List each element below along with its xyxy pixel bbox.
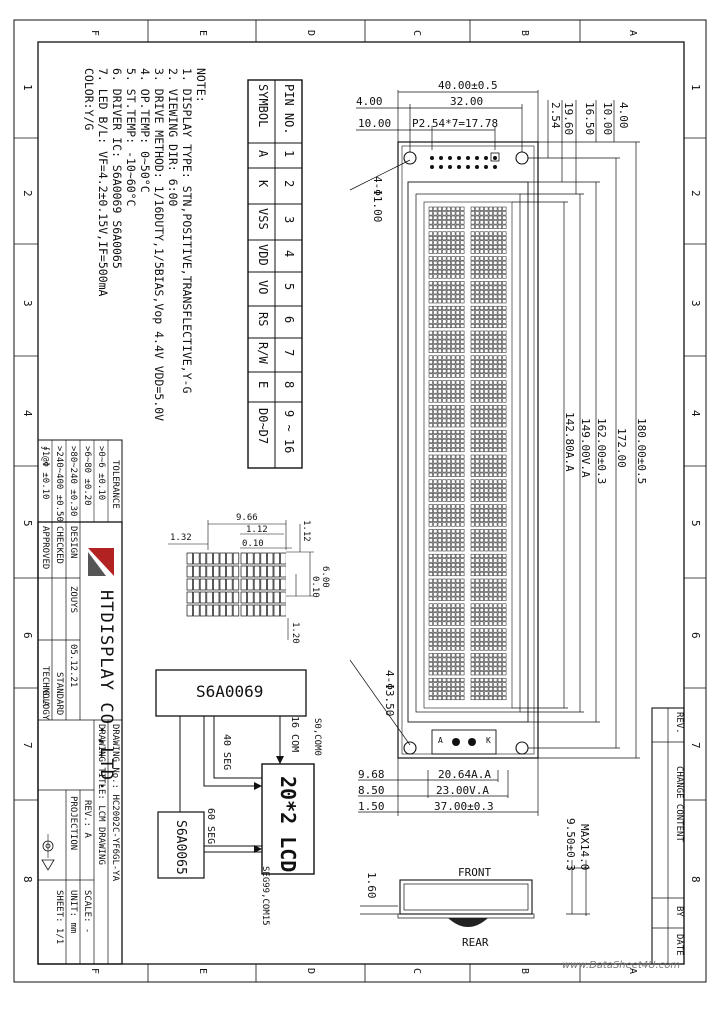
dim-pin-pitch: P2.54*7=17.78 xyxy=(412,117,499,130)
dim-pin-offset: 10.00 xyxy=(358,117,392,130)
character-cell xyxy=(470,553,507,577)
character-cell xyxy=(470,504,507,527)
char-dim: 1.12 xyxy=(246,525,268,535)
dim-bottom: 8.50 xyxy=(358,784,385,797)
company-logo xyxy=(88,548,114,576)
lcd-character-grid xyxy=(428,206,507,701)
character-cell xyxy=(428,206,465,229)
character-cell xyxy=(470,529,507,552)
character-cell xyxy=(428,355,465,378)
side-front-label: FRONT xyxy=(458,866,492,879)
led-anode-label: A xyxy=(438,736,443,745)
character-cell xyxy=(470,231,507,254)
character-cell xyxy=(428,281,465,304)
char-dim: 9.66 xyxy=(236,513,258,523)
character-cell xyxy=(470,578,507,601)
character-cell xyxy=(428,380,465,403)
character-cell xyxy=(428,231,465,254)
dim-bottom: 20.64A.A xyxy=(438,768,491,781)
lcd-character-area xyxy=(428,206,508,702)
character-cell xyxy=(470,305,507,329)
by-header: BY xyxy=(674,906,684,917)
character-cell xyxy=(470,628,507,651)
character-cell xyxy=(470,206,507,229)
character-cell xyxy=(470,281,507,304)
dim-width-overall: 40.00±0.5 xyxy=(438,79,498,92)
character-cell xyxy=(428,305,465,329)
character-cell xyxy=(470,256,507,279)
rev-header: REV. xyxy=(674,712,684,734)
dim-width-holes: 32.00 xyxy=(450,95,484,108)
character-cell xyxy=(428,578,465,601)
character-cell xyxy=(428,677,465,701)
change-header: CHANGE CONTENT xyxy=(674,766,684,842)
character-cell xyxy=(470,677,507,701)
character-cell xyxy=(470,355,507,378)
character-cell xyxy=(470,330,507,353)
character-cell xyxy=(428,256,465,279)
character-cell xyxy=(428,553,465,577)
character-cell xyxy=(470,603,507,626)
character-cell xyxy=(470,653,507,676)
block-ic-driver: S6A0069 xyxy=(196,682,264,701)
character-cell xyxy=(428,628,465,651)
character-cell xyxy=(428,653,465,676)
dim-bottom: 1.50 xyxy=(358,800,385,813)
character-cell xyxy=(470,479,507,502)
side-rear-label: REAR xyxy=(462,936,489,949)
character-cell xyxy=(428,603,465,626)
dim-bottom: 37.00±0.3 xyxy=(434,800,494,813)
character-cell xyxy=(428,479,465,502)
dim-bottom: 9.68 xyxy=(358,768,385,781)
character-cell xyxy=(470,380,507,403)
character-cell xyxy=(428,454,465,477)
dim-hole-offset: 4.00 xyxy=(356,95,383,108)
led-cathode-label: K xyxy=(486,736,491,745)
character-cell xyxy=(470,454,507,477)
character-cell xyxy=(428,330,465,353)
watermark: www.DataSheet4U.com xyxy=(562,960,681,971)
dim-bottom: 23.00V.A xyxy=(436,784,489,797)
character-cell xyxy=(428,405,465,428)
char-dim: 1.32 xyxy=(170,533,192,543)
character-cell xyxy=(470,429,507,453)
date-header: DATE xyxy=(674,934,684,956)
character-cell xyxy=(470,405,507,428)
character-cell xyxy=(428,429,465,453)
character-cell xyxy=(428,529,465,552)
char-dim: 0.10 xyxy=(242,539,264,549)
character-cell xyxy=(428,504,465,527)
